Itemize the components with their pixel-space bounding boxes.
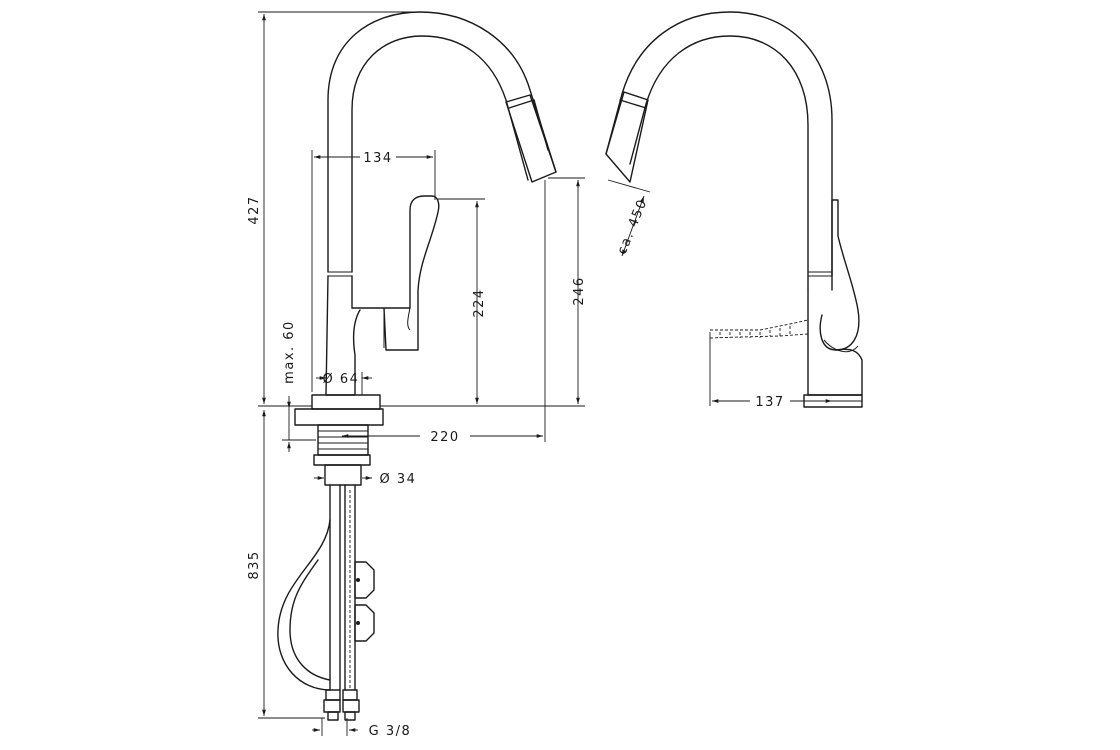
dim-427-label: 427 (247, 195, 262, 224)
front-base-plate (311, 394, 381, 410)
dim-g38-label: G 3/8 (369, 724, 412, 739)
dim-diameter-34-label: Ø 34 (380, 472, 417, 487)
side-dimensions: ca. 450 137 (607, 179, 832, 410)
front-dimensions: 427 835 max. 60 134 Ø 64 224 246 (247, 11, 587, 739)
dim-diameter-64-label: Ø 64 (323, 372, 360, 387)
side-view-faucet (605, 11, 863, 408)
front-view-faucet (277, 11, 557, 721)
dim-835-label: 835 (247, 550, 262, 579)
hose-weight-upper (354, 561, 375, 599)
dim-134-label: 134 (363, 151, 392, 166)
front-mount-plate (294, 408, 384, 426)
dim-224-label: 224 (472, 288, 487, 317)
side-lever-handle (819, 199, 860, 351)
dim-pullout-label: ca. 450 (615, 197, 651, 257)
front-spray-head (505, 94, 557, 183)
front-pullout-hose (277, 519, 331, 691)
front-spout-inner (351, 35, 529, 273)
hose-weight-lower (354, 604, 375, 642)
side-spray-head (605, 91, 649, 183)
dim-137-label: 137 (755, 395, 784, 410)
dim-220-label: 220 (430, 430, 459, 445)
side-spout-inner (629, 35, 809, 291)
dim-246-label: 246 (572, 276, 587, 305)
dim-max-60-label: max. 60 (282, 320, 297, 384)
front-lever-handle (351, 195, 440, 351)
front-spout-outer (327, 11, 557, 273)
front-thread (317, 424, 369, 456)
side-spout-outer (605, 11, 833, 291)
